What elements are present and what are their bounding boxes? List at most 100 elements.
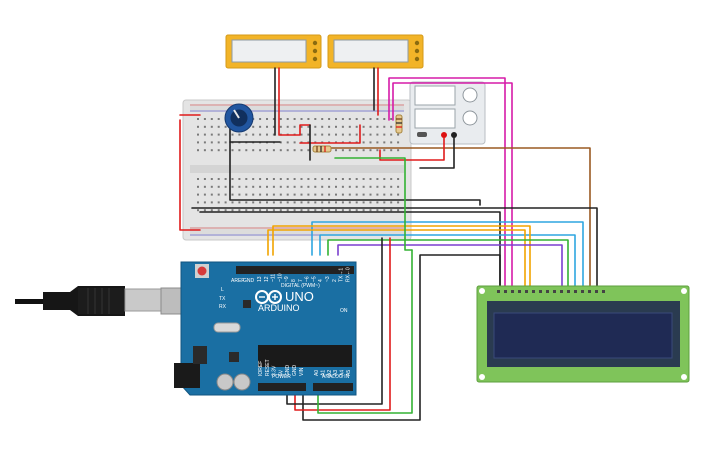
breadboard-hole[interactable] <box>245 185 248 188</box>
breadboard-hole[interactable] <box>224 133 227 136</box>
breadboard-hole[interactable] <box>321 185 324 188</box>
breadboard-hole[interactable] <box>266 133 268 136</box>
breadboard-hole[interactable] <box>259 193 262 196</box>
breadboard-hole[interactable] <box>376 209 379 212</box>
breadboard-hole[interactable] <box>293 185 296 188</box>
breadboard-hole[interactable] <box>286 125 289 128</box>
breadboard-hole[interactable] <box>238 149 241 152</box>
breadboard-hole[interactable] <box>341 209 344 212</box>
breadboard-hole[interactable] <box>293 118 296 120</box>
breadboard-hole[interactable] <box>279 141 282 144</box>
breadboard-hole[interactable] <box>259 133 262 136</box>
breadboard-hole[interactable] <box>293 201 296 204</box>
breadboard-hole[interactable] <box>224 149 227 152</box>
breadboard-hole[interactable] <box>335 125 337 128</box>
breadboard-hole[interactable] <box>238 209 241 212</box>
breadboard-hole[interactable] <box>376 133 379 136</box>
breadboard-hole[interactable] <box>321 125 324 128</box>
breadboard-hole[interactable] <box>355 193 358 196</box>
breadboard-hole[interactable] <box>328 185 331 188</box>
breadboard-hole[interactable] <box>321 133 324 136</box>
breadboard-hole[interactable] <box>217 178 220 180</box>
breadboard-hole[interactable] <box>293 149 296 152</box>
breadboard-hole[interactable] <box>355 209 358 212</box>
breadboard-hole[interactable] <box>224 201 227 204</box>
breadboard-hole[interactable] <box>397 201 400 204</box>
breadboard-hole[interactable] <box>314 185 317 188</box>
breadboard-hole[interactable] <box>397 209 400 212</box>
breadboard-hole[interactable] <box>328 125 331 128</box>
breadboard-hole[interactable] <box>314 125 317 128</box>
breadboard-hole[interactable] <box>286 149 289 152</box>
breadboard-hole[interactable] <box>390 185 393 188</box>
breadboard-hole[interactable] <box>224 125 227 128</box>
breadboard-hole[interactable] <box>245 178 248 180</box>
power-supply[interactable] <box>409 81 486 145</box>
breadboard-hole[interactable] <box>376 178 379 180</box>
breadboard-hole[interactable] <box>397 193 400 196</box>
breadboard-hole[interactable] <box>369 185 372 188</box>
breadboard-hole[interactable] <box>348 133 351 136</box>
breadboard-hole[interactable] <box>300 185 303 188</box>
breadboard-hole[interactable] <box>231 133 234 136</box>
breadboard-hole[interactable] <box>245 149 248 152</box>
lcd-pin[interactable] <box>560 290 563 293</box>
breadboard-hole[interactable] <box>266 209 268 212</box>
breadboard-hole[interactable] <box>328 118 331 120</box>
breadboard-hole[interactable] <box>348 201 351 204</box>
breadboard-hole[interactable] <box>217 209 220 212</box>
breadboard-hole[interactable] <box>355 185 358 188</box>
breadboard-hole[interactable] <box>314 133 317 136</box>
breadboard-hole[interactable] <box>362 149 365 152</box>
breadboard-hole[interactable] <box>259 201 262 204</box>
breadboard-hole[interactable] <box>321 201 324 204</box>
breadboard-hole[interactable] <box>259 149 262 152</box>
breadboard-hole[interactable] <box>390 118 393 120</box>
breadboard-hole[interactable] <box>355 125 358 128</box>
breadboard-hole[interactable] <box>383 141 386 144</box>
breadboard-hole[interactable] <box>224 178 227 180</box>
breadboard-hole[interactable] <box>279 118 282 120</box>
breadboard-hole[interactable] <box>197 178 199 180</box>
breadboard-hole[interactable] <box>210 201 213 204</box>
breadboard-hole[interactable] <box>210 209 213 212</box>
breadboard-hole[interactable] <box>321 209 324 212</box>
breadboard-hole[interactable] <box>307 178 310 180</box>
breadboard-hole[interactable] <box>300 118 303 120</box>
breadboard-hole[interactable] <box>335 133 337 136</box>
breadboard-hole[interactable] <box>362 178 365 180</box>
breadboard-hole[interactable] <box>369 149 372 152</box>
breadboard-hole[interactable] <box>355 133 358 136</box>
breadboard-hole[interactable] <box>266 185 268 188</box>
breadboard-hole[interactable] <box>307 201 310 204</box>
lcd-pin[interactable] <box>553 290 556 293</box>
breadboard-hole[interactable] <box>245 209 248 212</box>
breadboard-hole[interactable] <box>328 201 331 204</box>
breadboard-hole[interactable] <box>376 201 379 204</box>
breadboard-hole[interactable] <box>197 201 199 204</box>
breadboard-hole[interactable] <box>286 201 289 204</box>
lcd-pin[interactable] <box>567 290 570 293</box>
breadboard-hole[interactable] <box>376 141 379 144</box>
breadboard-hole[interactable] <box>383 149 386 152</box>
breadboard-hole[interactable] <box>286 178 289 180</box>
lcd-pin[interactable] <box>588 290 591 293</box>
breadboard-hole[interactable] <box>293 193 296 196</box>
breadboard-hole[interactable] <box>369 201 372 204</box>
breadboard-hole[interactable] <box>252 185 255 188</box>
breadboard-hole[interactable] <box>362 201 365 204</box>
lcd-pin[interactable] <box>581 290 584 293</box>
breadboard-hole[interactable] <box>210 193 213 196</box>
breadboard-hole[interactable] <box>348 125 351 128</box>
breadboard-hole[interactable] <box>245 201 248 204</box>
breadboard-hole[interactable] <box>293 141 296 144</box>
breadboard-hole[interactable] <box>197 209 199 212</box>
breadboard-hole[interactable] <box>328 209 331 212</box>
breadboard-hole[interactable] <box>210 185 213 188</box>
breadboard-hole[interactable] <box>259 125 262 128</box>
breadboard-hole[interactable] <box>348 178 351 180</box>
breadboard-hole[interactable] <box>245 133 248 136</box>
breadboard-hole[interactable] <box>272 193 275 196</box>
lcd-pin[interactable] <box>539 290 542 293</box>
